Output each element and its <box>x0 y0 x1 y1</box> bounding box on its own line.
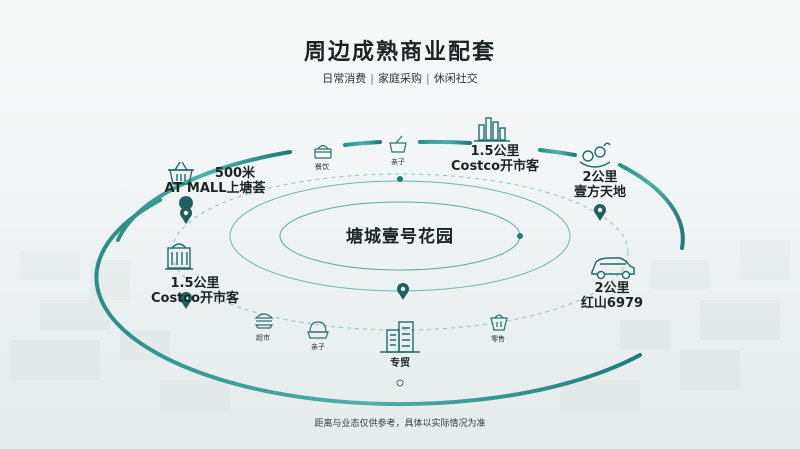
node-atmall: 500米 AT MALL上塘荟 <box>150 166 280 196</box>
subtitle-item: 休闲社交 <box>433 72 478 85</box>
small-label-lingshou: 零售 <box>491 335 505 343</box>
node-costco-top: 1.5公里 Costco开市客 <box>440 144 550 174</box>
node-name: Costco开市客 <box>150 291 240 306</box>
outer-ring <box>94 139 685 407</box>
node-name: 专贸 <box>390 358 410 369</box>
food-plate-icon <box>579 142 611 168</box>
subtitle-separator: | <box>370 72 374 85</box>
shopping-cart-icon <box>165 243 193 270</box>
map-pin-icon <box>594 204 606 221</box>
subtitle-item: 家庭采购 <box>378 72 422 85</box>
node-distance: 2公里 <box>582 170 618 185</box>
node-distance: 500米 <box>214 166 256 181</box>
car-icon <box>591 257 635 280</box>
footer-note: 距离与业态仅供参考，具体以实际情况为准 <box>314 419 486 429</box>
node-hongshan: 2公里 红山6979 <box>572 281 652 311</box>
node-name: Costco开市客 <box>450 159 540 174</box>
subtitle-item: 日常消费 <box>322 72 367 85</box>
map-pin-icon <box>397 283 409 300</box>
office-building-icon <box>380 321 420 353</box>
cake-icon <box>307 321 329 339</box>
node-name: 红山6979 <box>580 296 644 311</box>
page-title: 周边成熟商业配套 <box>303 40 496 65</box>
pot-icon <box>389 135 407 153</box>
basket-icon <box>490 314 508 331</box>
small-label-qinzi-top: 亲子 <box>391 158 405 166</box>
node-name: AT MALL上塘荟 <box>164 181 266 196</box>
food-box-icon <box>314 144 332 159</box>
subtitle-separator: | <box>426 72 430 85</box>
shopping-basket-icon <box>168 161 194 185</box>
orbit-dot <box>397 176 403 182</box>
node-distance: 1.5公里 <box>170 276 220 291</box>
node-costco-left: 1.5公里 Costco开市客 <box>140 276 250 306</box>
bar-chart-building-icon <box>474 117 510 142</box>
node-name: 壹方天地 <box>573 185 626 200</box>
small-label-qinzi-bottom: 亲子 <box>311 343 325 351</box>
map-pin-icon <box>180 292 192 309</box>
dashed-orbit <box>171 173 629 331</box>
center-project-name: 塘城壹号花园 <box>346 227 454 247</box>
orbit-dot <box>517 233 523 239</box>
small-label-canyin: 餐饮 <box>315 163 329 171</box>
burger-icon <box>254 313 274 329</box>
map-pin-icon <box>180 207 192 224</box>
orbit-dot <box>396 379 404 387</box>
small-label-chaoshi: 超市 <box>256 334 270 342</box>
node-distance: 2公里 <box>594 281 630 296</box>
page-subtitle: 日常消费|家庭采购|休闲社交 <box>0 70 800 86</box>
node-zhuanmao: 专贸 <box>380 356 420 371</box>
node-distance: 1.5公里 <box>470 144 520 159</box>
node-fangtiandi: 2公里 壹方天地 <box>560 170 640 200</box>
